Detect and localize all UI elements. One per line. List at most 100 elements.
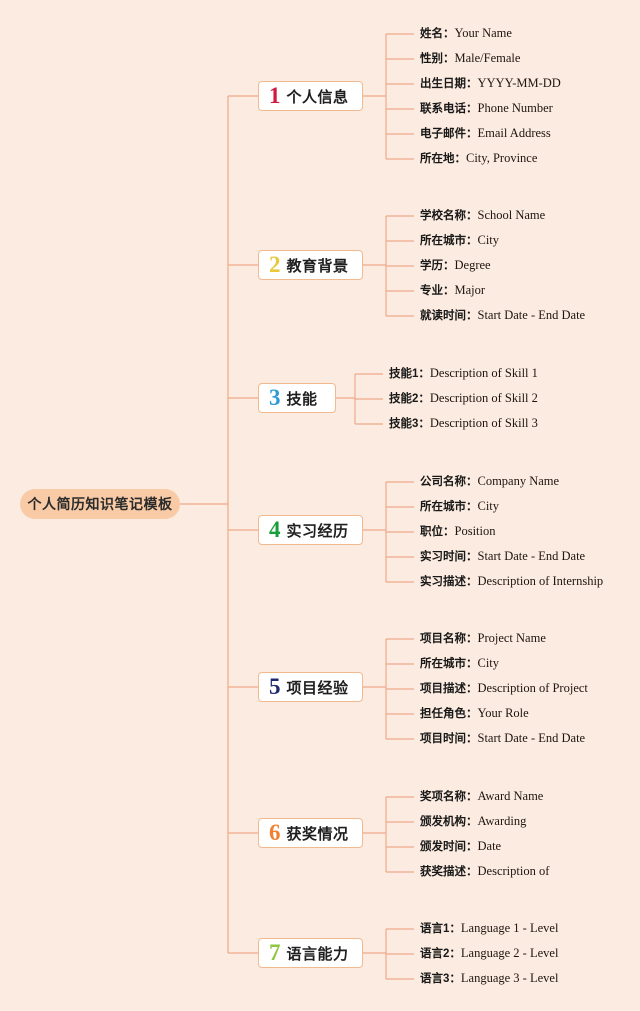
leaf-value: Description of Project: [477, 681, 588, 695]
leaf-key: 颁发机构：: [420, 816, 478, 828]
leaf-node[interactable]: 所在地：City, Province: [420, 152, 537, 166]
leaf-key: 所在城市：: [420, 235, 478, 247]
branch-node-4[interactable]: 4 实习经历: [258, 515, 363, 545]
leaf-node[interactable]: 颁发机构：Awarding: [420, 815, 526, 829]
leaf-node[interactable]: 所在城市：City: [420, 234, 499, 248]
leaf-node[interactable]: 颁发时间：Date: [420, 840, 501, 854]
leaf-node[interactable]: 联系电话：Phone Number: [420, 102, 553, 116]
leaf-node[interactable]: 项目描述：Description of Project: [420, 682, 588, 696]
leaf-node[interactable]: 项目名称：Project Name: [420, 632, 546, 646]
leaf-key: 技能3：: [389, 418, 430, 430]
leaf-node[interactable]: 就读时间：Start Date - End Date: [420, 309, 585, 323]
leaf-value: Male/Female: [454, 51, 521, 65]
branch-node-7[interactable]: 7 语言能力: [258, 938, 363, 968]
leaf-key: 就读时间：: [420, 310, 478, 322]
leaf-value: Language 3 - Level: [460, 971, 559, 985]
leaf-node[interactable]: 实习描述：Description of Internship: [420, 575, 603, 589]
leaf-value: City, Province: [466, 151, 538, 165]
leaf-value: Date: [477, 839, 502, 853]
leaf-value: Degree: [454, 258, 491, 272]
leaf-value: Start Date - End Date: [477, 549, 586, 563]
leaf-value: School Name: [477, 208, 546, 222]
leaf-value: Your Name: [454, 26, 512, 40]
leaf-key: 学历：: [420, 260, 455, 272]
leaf-value: Your Role: [477, 706, 529, 720]
leaf-key: 联系电话：: [420, 103, 478, 115]
leaf-value: Start Date - End Date: [477, 731, 586, 745]
leaf-value: Award Name: [477, 789, 544, 803]
leaf-node[interactable]: 技能2：Description of Skill 2: [389, 392, 538, 406]
leaf-key: 专业：: [420, 285, 455, 297]
leaf-key: 语言1：: [420, 923, 461, 935]
leaf-node[interactable]: 学历：Degree: [420, 259, 491, 273]
leaf-key: 奖项名称：: [420, 791, 478, 803]
leaf-value: City: [477, 233, 500, 247]
leaf-value: Email Address: [477, 126, 551, 140]
leaf-node[interactable]: 专业：Major: [420, 284, 485, 298]
branch-label: 获奖情况: [286, 825, 349, 843]
branch-number: 7: [269, 939, 281, 965]
leaf-key: 项目描述：: [420, 683, 478, 695]
leaf-node[interactable]: 语言2：Language 2 - Level: [420, 947, 558, 961]
leaf-key: 性别：: [420, 53, 455, 65]
leaf-value: Description of: [477, 864, 550, 878]
branch-number: 2: [269, 251, 281, 277]
leaf-node[interactable]: 所在城市：City: [420, 500, 499, 514]
leaf-key: 电子邮件：: [420, 128, 478, 140]
leaf-value: Major: [454, 283, 486, 297]
leaf-node[interactable]: 获奖描述：Description of: [420, 865, 549, 879]
leaf-node[interactable]: 奖项名称：Award Name: [420, 790, 543, 804]
leaf-value: Description of Skill 2: [429, 391, 538, 405]
leaf-value: City: [477, 499, 500, 513]
branch-number: 3: [269, 384, 281, 410]
branch-label: 项目经验: [286, 679, 349, 697]
leaf-value: YYYY-MM-DD: [477, 76, 561, 90]
leaf-key: 所在城市：: [420, 501, 478, 513]
leaf-node[interactable]: 性别：Male/Female: [420, 52, 520, 66]
leaf-key: 所在城市：: [420, 658, 478, 670]
leaf-node[interactable]: 姓名：Your Name: [420, 27, 512, 41]
branch-number: 4: [269, 516, 281, 542]
branch-number: 1: [269, 82, 281, 108]
branch-label: 实习经历: [286, 522, 349, 540]
leaf-node[interactable]: 公司名称：Company Name: [420, 475, 559, 489]
leaf-key: 出生日期：: [420, 78, 478, 90]
leaf-value: Language 2 - Level: [460, 946, 559, 960]
leaf-key: 担任角色：: [420, 708, 478, 720]
leaf-node[interactable]: 职位：Position: [420, 525, 496, 539]
leaf-node[interactable]: 所在城市：City: [420, 657, 499, 671]
leaf-node[interactable]: 出生日期：YYYY-MM-DD: [420, 77, 561, 91]
leaf-key: 项目名称：: [420, 633, 478, 645]
leaf-node[interactable]: 项目时间：Start Date - End Date: [420, 732, 585, 746]
leaf-key: 学校名称：: [420, 210, 478, 222]
leaf-value: Description of Internship: [477, 574, 604, 588]
leaf-key: 公司名称：: [420, 476, 478, 488]
leaf-key: 实习描述：: [420, 576, 478, 588]
leaf-node[interactable]: 电子邮件：Email Address: [420, 127, 551, 141]
leaf-node[interactable]: 技能1：Description of Skill 1: [389, 367, 538, 381]
leaf-node[interactable]: 语言1：Language 1 - Level: [420, 922, 558, 936]
branch-label: 语言能力: [286, 945, 349, 963]
leaf-node[interactable]: 技能3：Description of Skill 3: [389, 417, 538, 431]
leaf-node[interactable]: 实习时间：Start Date - End Date: [420, 550, 585, 564]
leaf-key: 颁发时间：: [420, 841, 478, 853]
leaf-value: Position: [454, 524, 496, 538]
leaf-node[interactable]: 语言3：Language 3 - Level: [420, 972, 558, 986]
leaf-value: Description of Skill 1: [429, 366, 538, 380]
leaf-value: City: [477, 656, 500, 670]
leaf-key: 技能1：: [389, 368, 430, 380]
root-node[interactable]: 个人简历知识笔记模板: [20, 489, 180, 519]
leaf-node[interactable]: 学校名称：School Name: [420, 209, 545, 223]
leaf-node[interactable]: 担任角色：Your Role: [420, 707, 529, 721]
leaf-value: Awarding: [477, 814, 527, 828]
leaf-key: 语言3：: [420, 973, 461, 985]
leaf-value: Start Date - End Date: [477, 308, 586, 322]
leaf-value: Description of Skill 3: [429, 416, 538, 430]
leaf-key: 获奖描述：: [420, 866, 478, 878]
